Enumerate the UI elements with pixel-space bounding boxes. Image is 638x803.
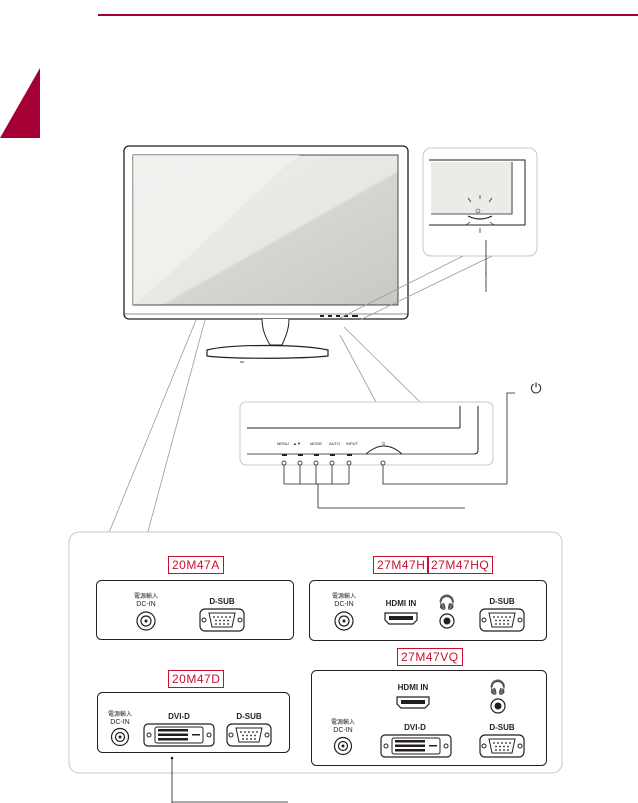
d-sub-label: D-SUB (489, 723, 515, 732)
d-sub-label: D-SUB (489, 597, 515, 606)
chapter-tab (0, 68, 40, 138)
svg-text:⏻: ⏻ (382, 441, 386, 446)
dc-in-port (334, 611, 354, 631)
dc-in-port (110, 727, 130, 747)
d-sub-label: D-SUB (236, 712, 262, 721)
d-sub-port (479, 734, 525, 758)
monitor-stand (206, 318, 329, 363)
headphone-jack (490, 698, 506, 714)
header-rule (98, 14, 638, 16)
headphone-jack (439, 613, 455, 629)
dc-in-cn-label: 電源輸入 (331, 718, 355, 726)
port-panel-20m47a: 電源輸入 DC-IN D-SUB (96, 580, 294, 640)
dc-in-label: DC-IN (334, 601, 353, 608)
dc-in-port (136, 611, 156, 631)
hdmi-port (396, 696, 430, 709)
dc-in-label: DC-IN (136, 601, 155, 608)
dc-in-cn-label: 電源輸入 (332, 592, 356, 600)
headphone-icon: 🎧 (438, 594, 455, 611)
headphone-icon: 🎧 (489, 679, 506, 696)
d-sub-label: D-SUB (209, 597, 235, 606)
port-panel-27m47vq: HDMI IN 🎧 電源輸入 DC-IN DVI-D D-SUB (311, 670, 547, 766)
port-panel-20m47d: 電源輸入 DC-IN DVI-D D-SUB (97, 692, 290, 753)
model-label-27m47hq: 27M47HQ (427, 556, 494, 574)
svg-text:⏻: ⏻ (476, 208, 481, 215)
dvi-d-label: DVI-D (168, 712, 190, 721)
button-panel-zoom: MENU ▲▼ MODE AUTO INPUT ⏻ (239, 401, 494, 466)
dvi-d-port (143, 723, 215, 747)
svg-text:MENU: MENU (277, 441, 289, 446)
dc-in-cn-label: 電源輸入 (108, 710, 132, 718)
svg-text:AUTO: AUTO (329, 441, 340, 446)
dvi-d-label: DVI-D (404, 723, 426, 732)
hdmi-port (384, 612, 418, 625)
svg-text:MODE: MODE (310, 441, 322, 446)
monitor-front (123, 145, 409, 320)
power-led-zoom: ⏻ (422, 147, 538, 275)
dc-in-label: DC-IN (333, 727, 352, 734)
d-sub-port (226, 723, 272, 747)
model-label-20m47d: 20M47D (168, 670, 225, 688)
model-label-27m47vq: 27M47VQ (397, 648, 463, 666)
power-icon: ⏻ (530, 380, 541, 396)
dc-in-cn-label: 電源輸入 (134, 592, 158, 600)
model-label-20m47a: 20M47A (168, 556, 224, 574)
hdmi-in-label: HDMI IN (398, 683, 429, 692)
dc-in-label: DC-IN (110, 719, 129, 726)
svg-text:▲▼: ▲▼ (293, 441, 301, 446)
port-panel-27m47h: 電源輸入 DC-IN HDMI IN 🎧 D-SUB (309, 580, 547, 641)
d-sub-port (199, 608, 245, 632)
hdmi-in-label: HDMI IN (386, 599, 417, 608)
dvi-d-port (380, 734, 452, 758)
model-label-27m47h: 27M47H (373, 556, 430, 574)
d-sub-port (479, 608, 525, 632)
dc-in-port (333, 736, 353, 756)
svg-text:INPUT: INPUT (346, 441, 359, 446)
